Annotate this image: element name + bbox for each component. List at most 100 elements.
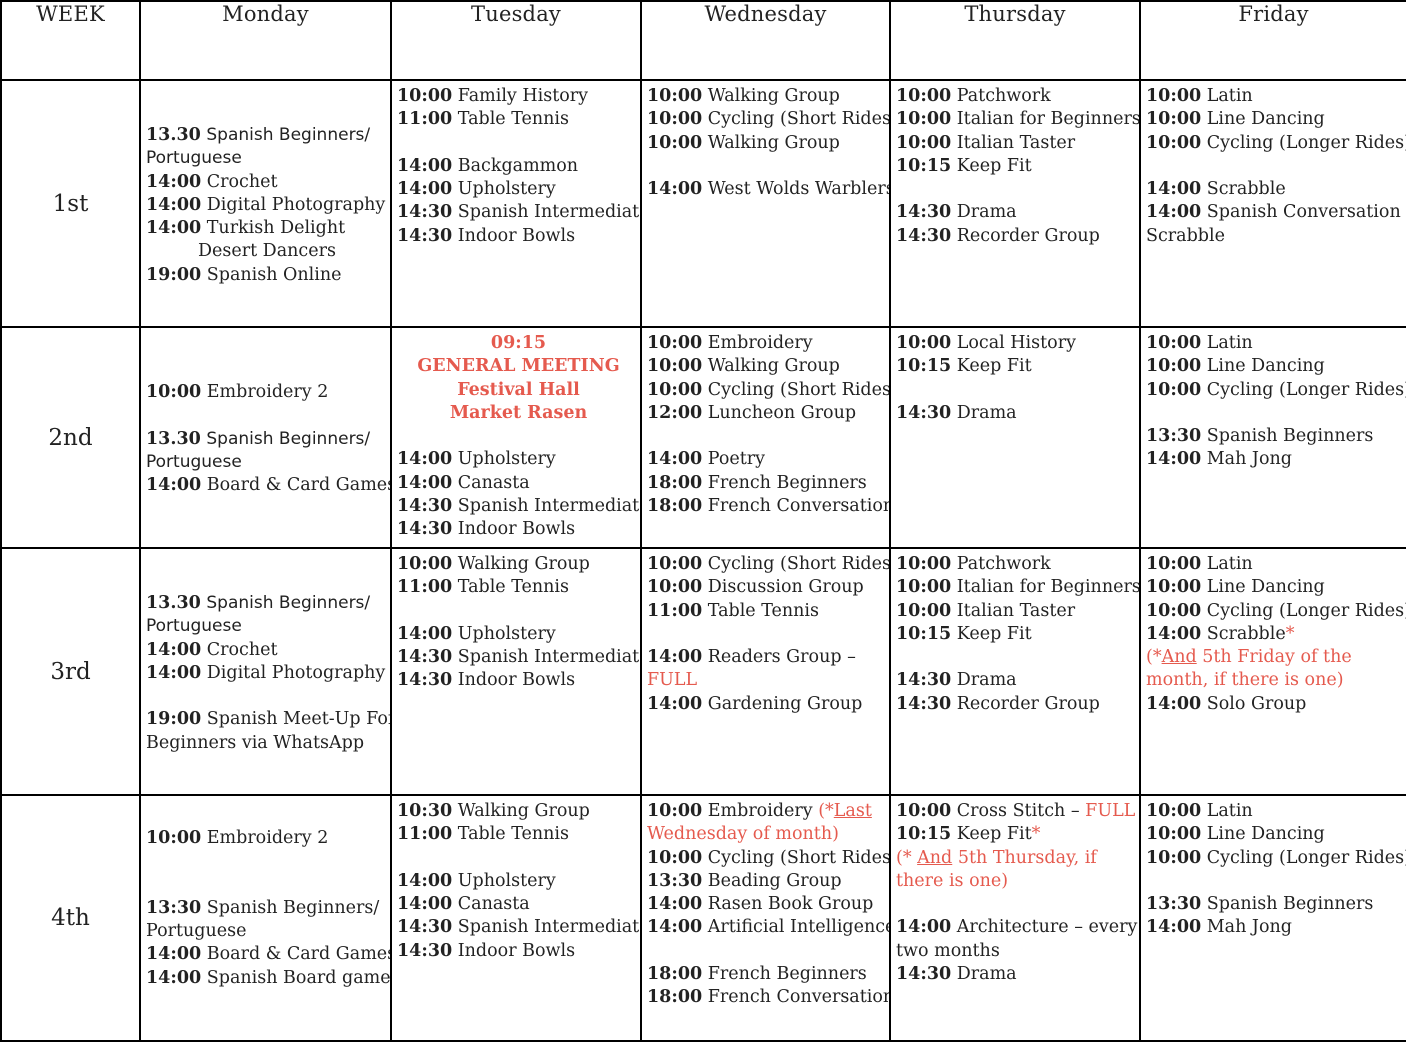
activity-time: 14:30 [896,670,952,691]
activity-name: Keep Fit [956,356,1032,377]
activity-name: Poetry [707,449,765,470]
activity-line: Portuguese [146,615,389,638]
activity-time: 18:00 [647,964,703,985]
activity-name: French Beginners [707,472,867,493]
activity-line: 14:30 Drama [896,402,1138,425]
activity-time: 10:00 [1146,86,1202,106]
activity-time: 10:00 [896,554,952,574]
spacer [647,940,888,963]
activity-time: 10:00 [1146,577,1202,598]
activity-name: Market Rasen [449,402,588,423]
activity-line: 10:00 Walking Group [397,553,639,576]
activity-line: Scrabble [1146,225,1405,248]
activity-time: 14:00 [896,917,952,938]
activity-time: 10:00 [1146,356,1202,377]
activity-line: Festival Hall [397,379,639,402]
activity-line: 14:00 Upholstery [397,178,639,201]
activity-time: 10:00 [896,86,952,106]
activity-name: Italian for Beginners [956,109,1140,130]
activity-name: Embroidery 2 [206,827,329,848]
activity-name: Local History [956,333,1076,353]
activity-name: Portuguese [146,921,247,941]
activity-time: 13:30 [647,870,703,891]
activity-line: 14:00 Mah Jong [1146,916,1405,939]
activity-line: 14:30 Drama [896,201,1138,224]
activity-name: West Wolds Warblers [707,179,890,200]
activity-line: 10:00 Cycling (Longer Rides) [1146,847,1405,870]
activity-time: 13.30 [146,592,201,613]
activity-line: 14:00 Digital Photography [146,194,389,217]
activity-line: 13:30 Beading Group [647,870,888,893]
activity-time: 10:00 [146,827,202,848]
activity-line: 14:00 Upholstery [397,448,639,471]
activity-line: 10:00 Italian for Beginners [896,108,1140,131]
activity-name: Embroidery [707,801,819,821]
activity-line: 10:00 Patchwork [896,553,1138,576]
activity-time: 19:00 [146,709,202,730]
activity-time: 11:00 [397,109,453,130]
activity-line: 10:15 Keep Fit [896,155,1138,178]
activity-time: 14:00 [397,623,453,644]
note-text: Last [833,801,872,821]
activity-line: 10:15 Keep Fit* [896,823,1138,846]
activity-name: Drama [956,670,1017,691]
activity-name: Board & Card Games [206,475,391,496]
activity-time: 10:00 [647,554,703,574]
activity-line: 19:00 Spanish Meet-Up For [146,708,389,731]
activity-name: Cycling (Longer Rides) [1206,379,1406,400]
activity-line: 14:30 Drama [896,669,1138,692]
activity-line: 19:00 Spanish Online [146,264,389,287]
activity-time: 11:00 [647,600,703,621]
activity-line: 10:00 Cycling (Longer Rides) [1146,132,1405,155]
activity-time: 14:00 [397,179,453,200]
activity-name: Spanish Beginners/ [206,124,371,145]
activity-name: Upholstery [457,449,556,470]
activity-time: 13:30 [1146,426,1202,447]
activity-time: 14:00 [1146,179,1202,200]
activity-time: 13.30 [146,124,201,145]
activity-time: 14:30 [896,964,952,985]
activity-time: 14:00 [146,475,202,496]
activity-line: 11:00 Table Tennis [397,108,639,131]
activity-line: 10:00 Patchwork [896,85,1138,108]
activity-line: 10:00 Cross Stitch – FULL [896,800,1138,823]
activity-line: 10:15 Keep Fit [896,355,1138,378]
activity-line: 14:00 Spanish Conversation & [1146,201,1405,224]
activity-time: 10:30 [397,801,453,821]
activity-time: 14:00 [1146,202,1202,223]
activity-name: Crochet [206,639,278,660]
activity-line: 18:00 French Beginners [647,472,888,495]
activity-name: Festival Hall [457,379,580,400]
activity-line: 11:00 Table Tennis [647,600,888,623]
activity-name: Cycling (Short Rides) [707,109,890,130]
activity-line: 14:00 Gardening Group [647,693,888,716]
spacer [1146,870,1405,893]
activity-name: Luncheon Group [707,402,857,423]
activity-time: 14:00 [647,449,703,470]
activity-line: 14:00 Scrabble* [1146,623,1405,646]
activity-time: 14:00 [397,472,453,493]
activity-name: Indoor Bowls [457,225,576,246]
activity-line: 14:00 Backgammon [397,155,639,178]
spacer [146,405,389,428]
activity-line: 10:00 Latin [1146,85,1405,108]
activity-time: 14:30 [397,670,453,691]
activity-time: 14:00 [146,967,202,988]
spacer [397,600,639,623]
activity-line: 14:30 Spanish Intermediate [397,646,639,669]
activity-name: Canasta [457,472,530,493]
activity-name: Patchwork [956,86,1051,106]
activity-line: 10:00 Embroidery 2 [146,827,389,850]
activity-name: Recorder Group [956,225,1100,246]
activity-time: 14:00 [1146,917,1202,938]
day-header-thursday: Thursday [889,0,1141,81]
